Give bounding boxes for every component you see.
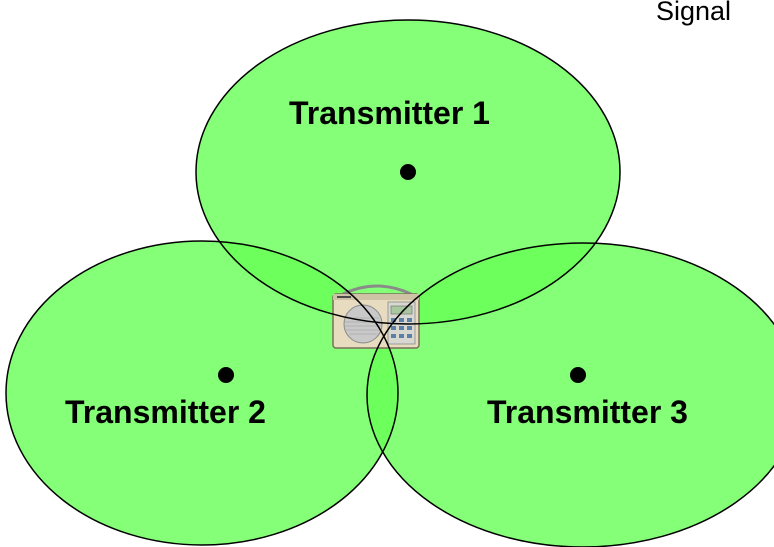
transmitter-1-range-outline xyxy=(195,19,621,325)
transmitter-2-coverage xyxy=(6,241,398,545)
signal-heading: Signal xyxy=(656,0,732,26)
transmitter-3-coverage xyxy=(367,243,774,547)
transmitter-3-label: Transmitter 3 xyxy=(487,394,688,430)
transmitter-1-dot xyxy=(400,164,416,180)
transmitter-1-label: Transmitter 1 xyxy=(289,95,490,131)
transmitter-3-range-outline xyxy=(366,242,774,547)
transmitter-2-dot xyxy=(218,367,234,383)
transmitter-2-label: Transmitter 2 xyxy=(65,394,266,430)
transmitter-2-range-outline xyxy=(5,240,399,546)
transmitter-3-dot xyxy=(570,367,586,383)
